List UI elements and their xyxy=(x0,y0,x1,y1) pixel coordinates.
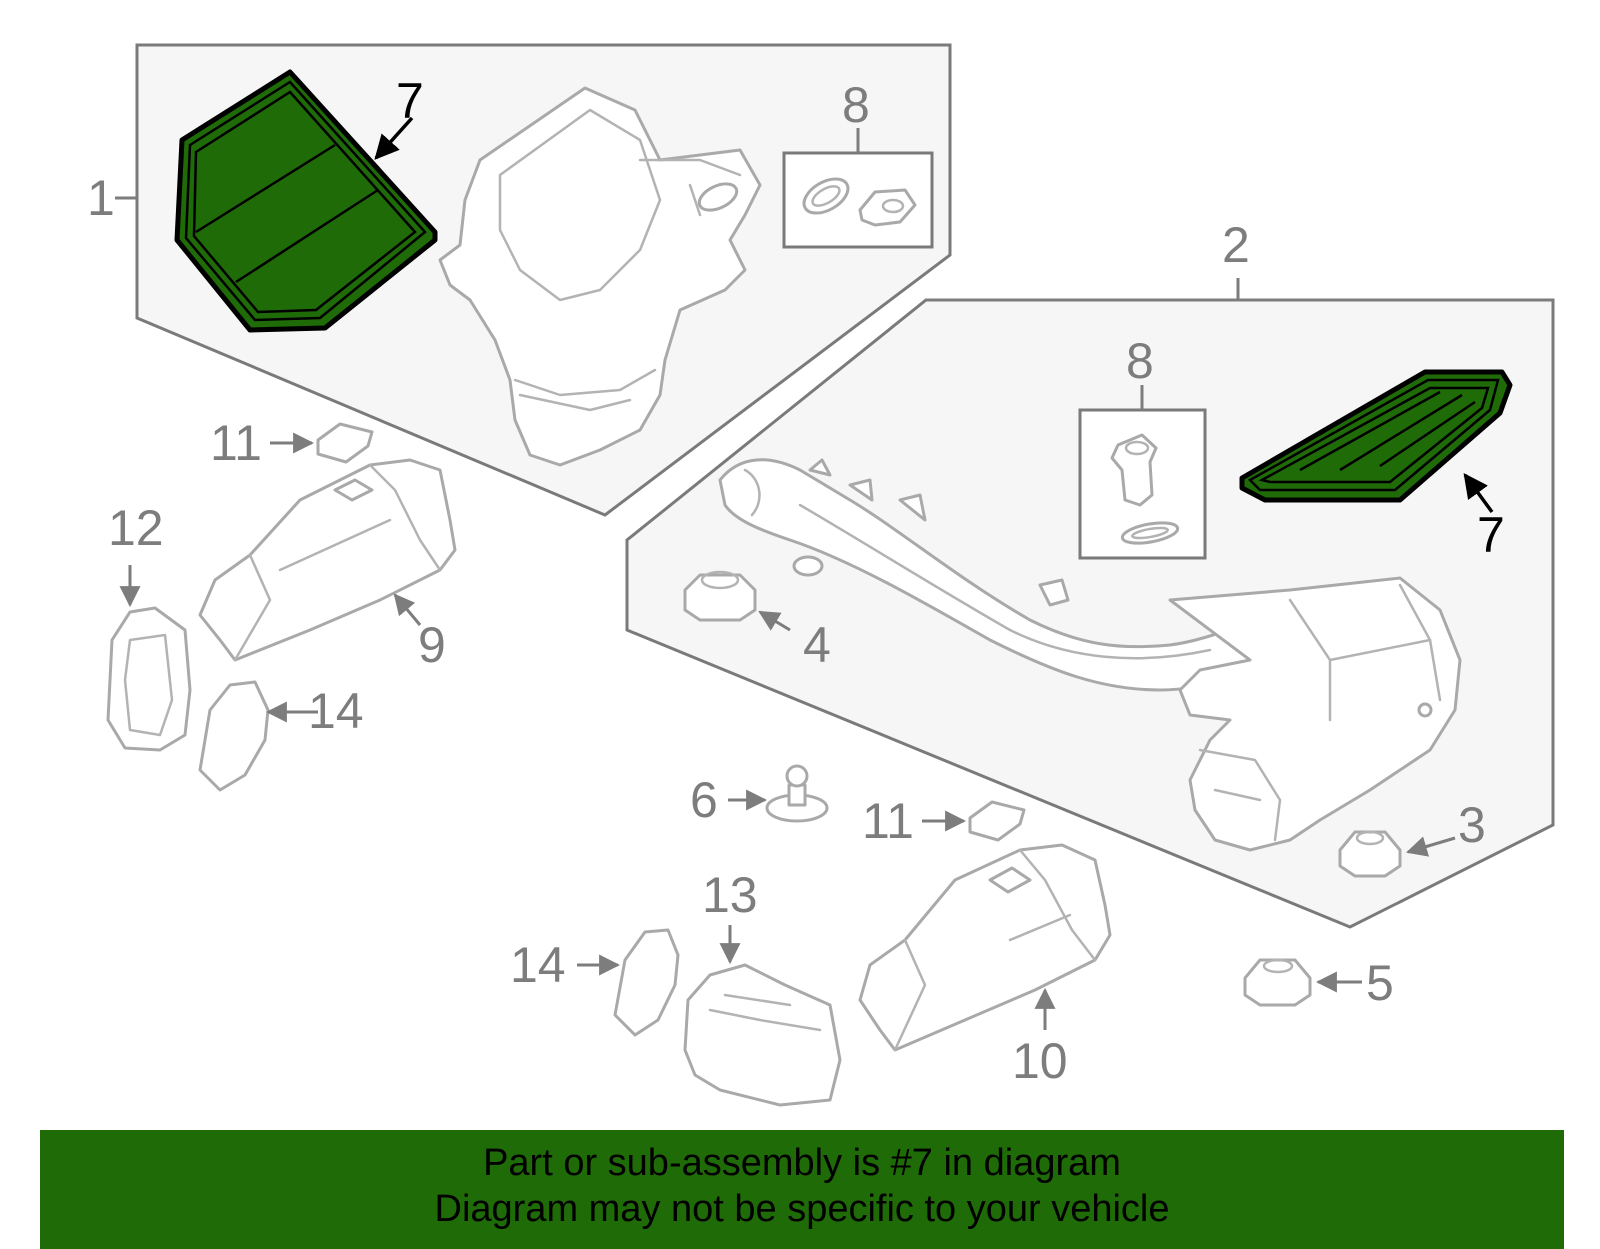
duct-part-9 xyxy=(198,458,457,662)
seal-part-14-upper xyxy=(198,680,270,792)
callout-12: 12 xyxy=(108,500,164,556)
callout-8a: 8 xyxy=(842,77,870,133)
leader-7a xyxy=(374,116,414,160)
banner-line-1: Part or sub-assembly is #7 in diagram xyxy=(483,1142,1121,1184)
inlet-part-12 xyxy=(106,606,192,752)
callout-8b: 8 xyxy=(1126,333,1154,389)
air-filter-part-7-lower xyxy=(1239,369,1513,503)
push-pin-part-6 xyxy=(765,764,829,823)
callout-1: 1 xyxy=(87,170,115,226)
mount-part-5 xyxy=(1243,958,1312,1007)
grommets-part-8-lower xyxy=(1110,433,1180,545)
callout-4: 4 xyxy=(803,617,831,673)
grommets-part-8-upper xyxy=(802,177,917,227)
callout-7a: 7 xyxy=(396,73,424,129)
leader-4 xyxy=(758,610,791,632)
callout-7b: 7 xyxy=(1477,507,1505,563)
leader-9 xyxy=(393,593,422,626)
callout-14b: 14 xyxy=(510,937,566,993)
callout-13: 13 xyxy=(702,867,758,923)
callout-6: 6 xyxy=(690,772,718,828)
seal-part-11-upper xyxy=(316,422,374,464)
banner-line-2: Diagram may not be specific to your vehi… xyxy=(434,1188,1170,1230)
air-filter-part-7-upper xyxy=(174,69,438,333)
mount-part-3 xyxy=(1338,830,1402,878)
leader-7b xyxy=(1463,473,1494,514)
callout-2: 2 xyxy=(1222,217,1250,273)
inlet-part-13 xyxy=(683,963,842,1107)
callout-3: 3 xyxy=(1458,797,1486,853)
air-cleaner-housing-upper xyxy=(438,86,762,467)
leader-2 xyxy=(926,278,1553,302)
callout-9: 9 xyxy=(418,617,446,673)
callout-11a: 11 xyxy=(210,415,262,471)
seal-part-11-lower xyxy=(968,800,1026,842)
air-intake-duct xyxy=(718,458,1302,692)
callout-14a: 14 xyxy=(308,683,364,739)
notice-banner: Part or sub-assembly is #7 in diagram Di… xyxy=(40,1130,1564,1249)
callout-5: 5 xyxy=(1366,955,1394,1011)
callout-10: 10 xyxy=(1012,1033,1068,1089)
seal-part-14-lower xyxy=(613,928,680,1037)
callout-11b: 11 xyxy=(862,793,914,849)
duct-part-10 xyxy=(858,843,1112,1052)
air-cleaner-housing-lower xyxy=(1168,576,1462,852)
mount-part-4 xyxy=(683,570,757,622)
leader-3 xyxy=(1405,836,1456,857)
